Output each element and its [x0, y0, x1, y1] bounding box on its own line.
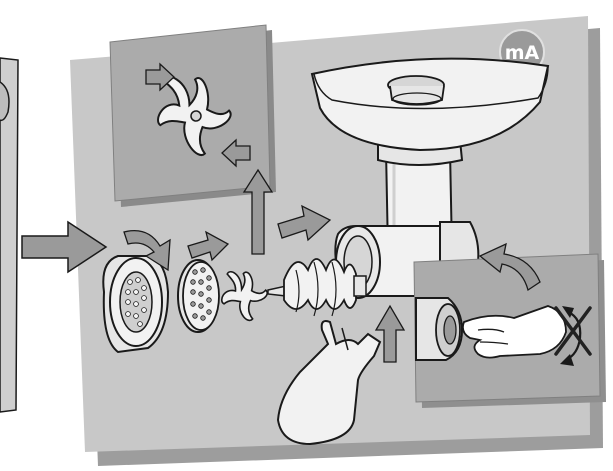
previous-step-panel — [0, 58, 18, 412]
motor-detail-panel — [414, 254, 606, 408]
locking-ring-icon — [103, 256, 168, 352]
cutting-plate-icon — [178, 260, 219, 332]
